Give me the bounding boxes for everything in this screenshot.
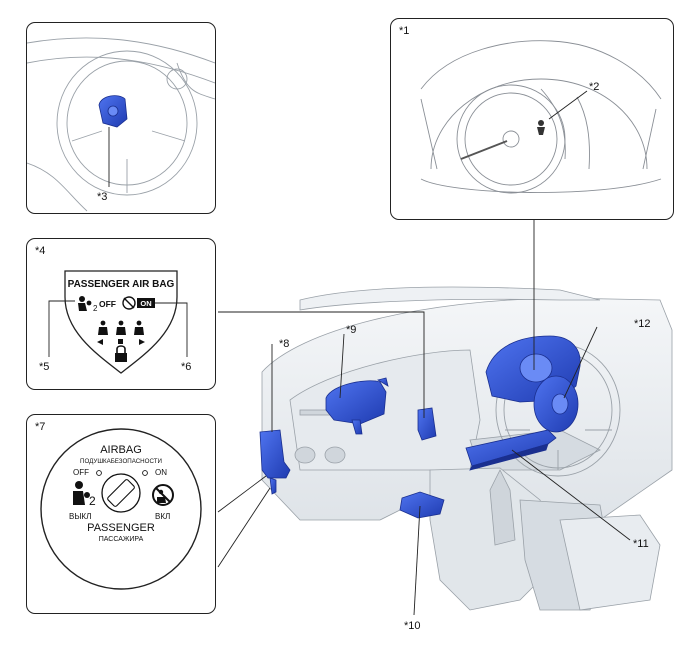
indicator-title: PASSENGER AIR BAG [68, 279, 175, 290]
callout-5: *5 [39, 361, 50, 373]
lock-icon [115, 345, 127, 362]
callout-1: *1 [399, 25, 410, 37]
component-3-spiral-cable [98, 95, 128, 128]
inset-airbag-key-switch: AIRBAG ПОДУШКАБЕЗОПАСНОСТИ OFF ON 2 [26, 414, 216, 614]
callout-3: *3 [97, 191, 108, 203]
key-switch-illustration: AIRBAG ПОДУШКАБЕЗОПАСНОСТИ OFF ON 2 [40, 428, 202, 590]
callout-6: *6 [181, 361, 192, 373]
indicator-on-label: ON [140, 299, 151, 308]
key-switch-off-label-ru: ВЫКЛ [69, 512, 91, 521]
component-12-steering-pad [533, 375, 579, 433]
component-6-indicator-unit [417, 407, 437, 441]
airbag-warning-light [537, 120, 545, 135]
component-9-front-passenger-airbag [325, 377, 389, 435]
seatbelt-reminder-icons [97, 320, 145, 345]
callout-10: *10 [404, 620, 421, 632]
indicator-panel-illustration: PASSENGER AIR BAG 2 OFF ON [48, 270, 188, 374]
inset-passenger-airbag-indicator: PASSENGER AIR BAG 2 OFF ON [26, 238, 216, 390]
passenger-airbag-off-icon [78, 296, 92, 311]
airbag-off-person-icon [73, 481, 90, 505]
indicator-off-label: OFF [99, 299, 116, 309]
callout-2: *2 [589, 81, 600, 93]
combination-meter-illustration [420, 40, 662, 194]
inset-combination-meter: *1 *2 [390, 18, 674, 220]
passenger-airbag-on-icon [122, 296, 136, 310]
leader-lines [217, 220, 631, 616]
indicator-sub-2: 2 [93, 304, 98, 313]
callout-7: *7 [35, 421, 46, 433]
key-switch-on-label: ON [155, 468, 167, 477]
component-11-knee-airbag [465, 429, 557, 471]
key-switch-bottom-title-ru: ПАССАЖИРА [99, 536, 144, 543]
steering-wheel-illustration [27, 37, 215, 212]
key-switch-on-label-ru: ВКЛ [155, 512, 170, 521]
component-8-curtain-sensor [259, 429, 291, 495]
callout-4: *4 [35, 245, 46, 257]
airbag-off-icon-sub: 2 [89, 494, 96, 508]
key-switch-off-label: OFF [73, 468, 89, 477]
callout-8: *8 [279, 338, 290, 350]
key-switch-title: AIRBAG [100, 444, 142, 456]
callout-9: *9 [346, 324, 357, 336]
airbag-on-prohibited-icon [152, 484, 174, 506]
key-switch-bottom-title: PASSENGER [87, 522, 155, 534]
callout-11: *11 [633, 538, 649, 550]
key-cylinder-icon [101, 473, 141, 513]
component-10-airbag-ecu [399, 491, 445, 519]
callout-12: *12 [634, 318, 651, 330]
inset-steering-wheel: *3 [26, 22, 216, 214]
key-switch-title-ru: ПОДУШКАБЕЗОПАСНОСТИ [80, 458, 162, 465]
